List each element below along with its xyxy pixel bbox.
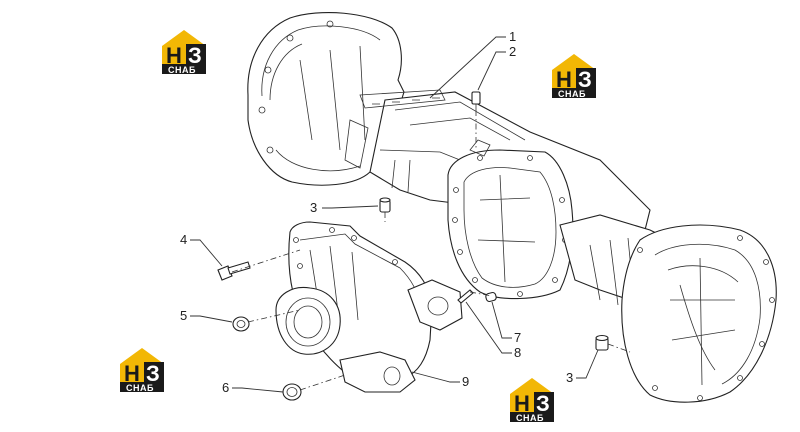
assembly-lines — [231, 110, 631, 391]
svg-text:З: З — [536, 391, 550, 416]
callout-labels: 1 2 3 4 5 6 7 8 9 3 — [180, 29, 573, 395]
logo-4: Н З СНАБ — [510, 378, 554, 423]
stud — [457, 289, 474, 304]
svg-text:Н: Н — [166, 43, 182, 68]
dowel-pin — [485, 291, 497, 303]
svg-text:СНАБ: СНАБ — [516, 413, 544, 423]
svg-text:Н: Н — [514, 391, 530, 416]
logo-3: Н З СНАБ — [120, 348, 164, 393]
nut — [232, 316, 250, 332]
svg-text:СНАБ: СНАБ — [126, 383, 154, 393]
svg-text:СНАБ: СНАБ — [558, 89, 586, 99]
callout-8: 8 — [514, 345, 521, 360]
plug-right — [595, 334, 609, 351]
callout-1: 1 — [509, 29, 516, 44]
callout-3-right: 3 — [566, 370, 573, 385]
plug-upper — [379, 197, 391, 213]
bolt — [217, 261, 251, 281]
differential-carrier — [275, 221, 463, 393]
logo-2: Н З СНАБ — [552, 54, 596, 99]
svg-text:З: З — [578, 67, 592, 92]
callout-4: 4 — [180, 232, 187, 247]
svg-text:Н: Н — [124, 361, 140, 386]
svg-text:З: З — [188, 43, 202, 68]
callout-3-upper: 3 — [310, 200, 317, 215]
plug-lower — [282, 383, 302, 401]
svg-text:Н: Н — [556, 67, 572, 92]
callout-2: 2 — [509, 44, 516, 59]
breather-fitting — [471, 91, 481, 110]
callout-6: 6 — [222, 380, 229, 395]
svg-text:СНАБ: СНАБ — [168, 65, 196, 75]
logo-1: Н З СНАБ — [162, 30, 206, 75]
svg-text:З: З — [146, 361, 160, 386]
callout-9: 9 — [462, 374, 469, 389]
leader-lines — [190, 36, 599, 393]
callout-5: 5 — [180, 308, 187, 323]
axle-housing — [247, 11, 777, 403]
callout-7: 7 — [514, 330, 521, 345]
